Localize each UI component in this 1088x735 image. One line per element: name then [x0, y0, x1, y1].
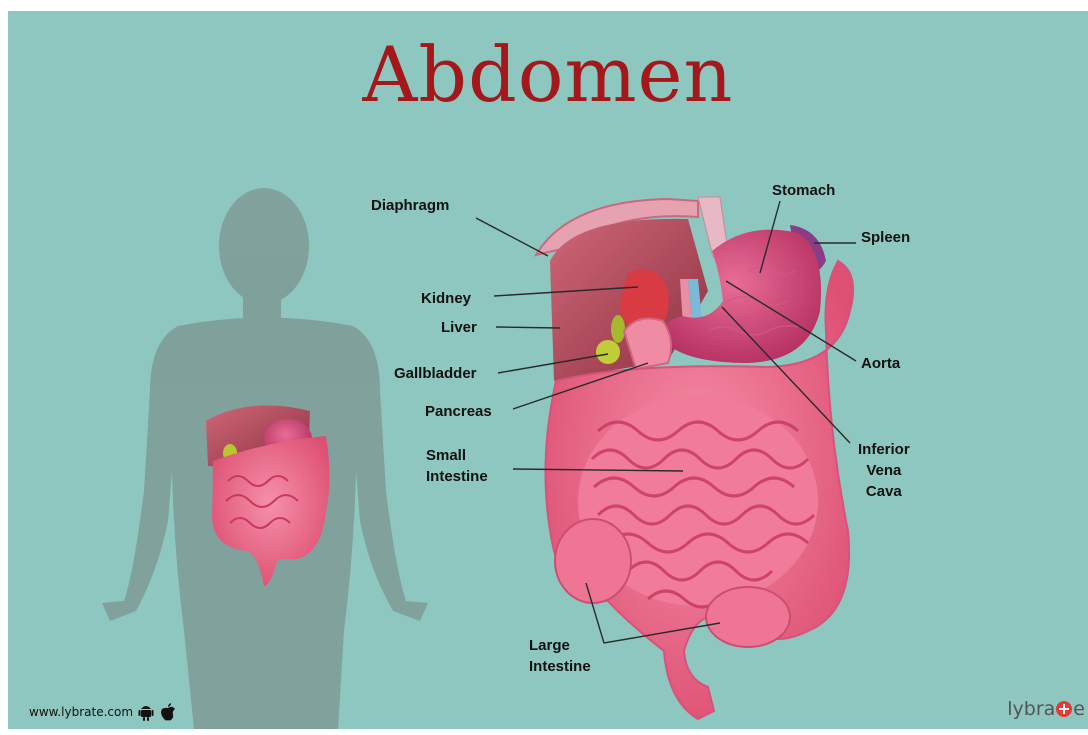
plus-icon	[1056, 701, 1072, 717]
label-kidney: Kidney	[421, 288, 471, 309]
brand-text-right: e	[1073, 698, 1085, 720]
label-inferior-vena-cava: Inferior Vena Cava	[858, 439, 910, 502]
android-icon[interactable]	[138, 703, 154, 721]
website-link[interactable]: www.lybrate.com	[29, 705, 133, 719]
label-gallbladder: Gallbladder	[394, 363, 477, 384]
label-large-intestine-line1: Large	[529, 635, 591, 656]
app-store-icons	[138, 703, 176, 721]
label-small-intestine-line1: Small	[426, 445, 488, 466]
page-title: Abdomen	[8, 37, 1088, 113]
label-large-intestine: Large Intestine	[529, 635, 591, 677]
label-ivc-line3: Cava	[858, 481, 910, 502]
label-ivc-line2: Vena	[858, 460, 910, 481]
label-liver: Liver	[441, 317, 477, 338]
label-ivc-line1: Inferior	[858, 439, 910, 460]
abdomen-poster: Abdomen Diaphragm Stomach Spleen Kidney …	[8, 11, 1088, 729]
label-spleen: Spleen	[861, 227, 910, 248]
brand-logo: lybra e	[1007, 698, 1085, 720]
label-pancreas: Pancreas	[425, 401, 492, 422]
apple-icon[interactable]	[160, 703, 176, 721]
brand-text-left: lybra	[1007, 698, 1055, 720]
label-aorta: Aorta	[861, 353, 900, 374]
gallbladder-shape	[596, 340, 620, 364]
label-large-intestine-line2: Intestine	[529, 656, 591, 677]
label-stomach: Stomach	[772, 180, 835, 201]
label-small-intestine: Small Intestine	[426, 445, 488, 487]
label-small-intestine-line2: Intestine	[426, 466, 488, 487]
label-diaphragm: Diaphragm	[371, 195, 449, 216]
